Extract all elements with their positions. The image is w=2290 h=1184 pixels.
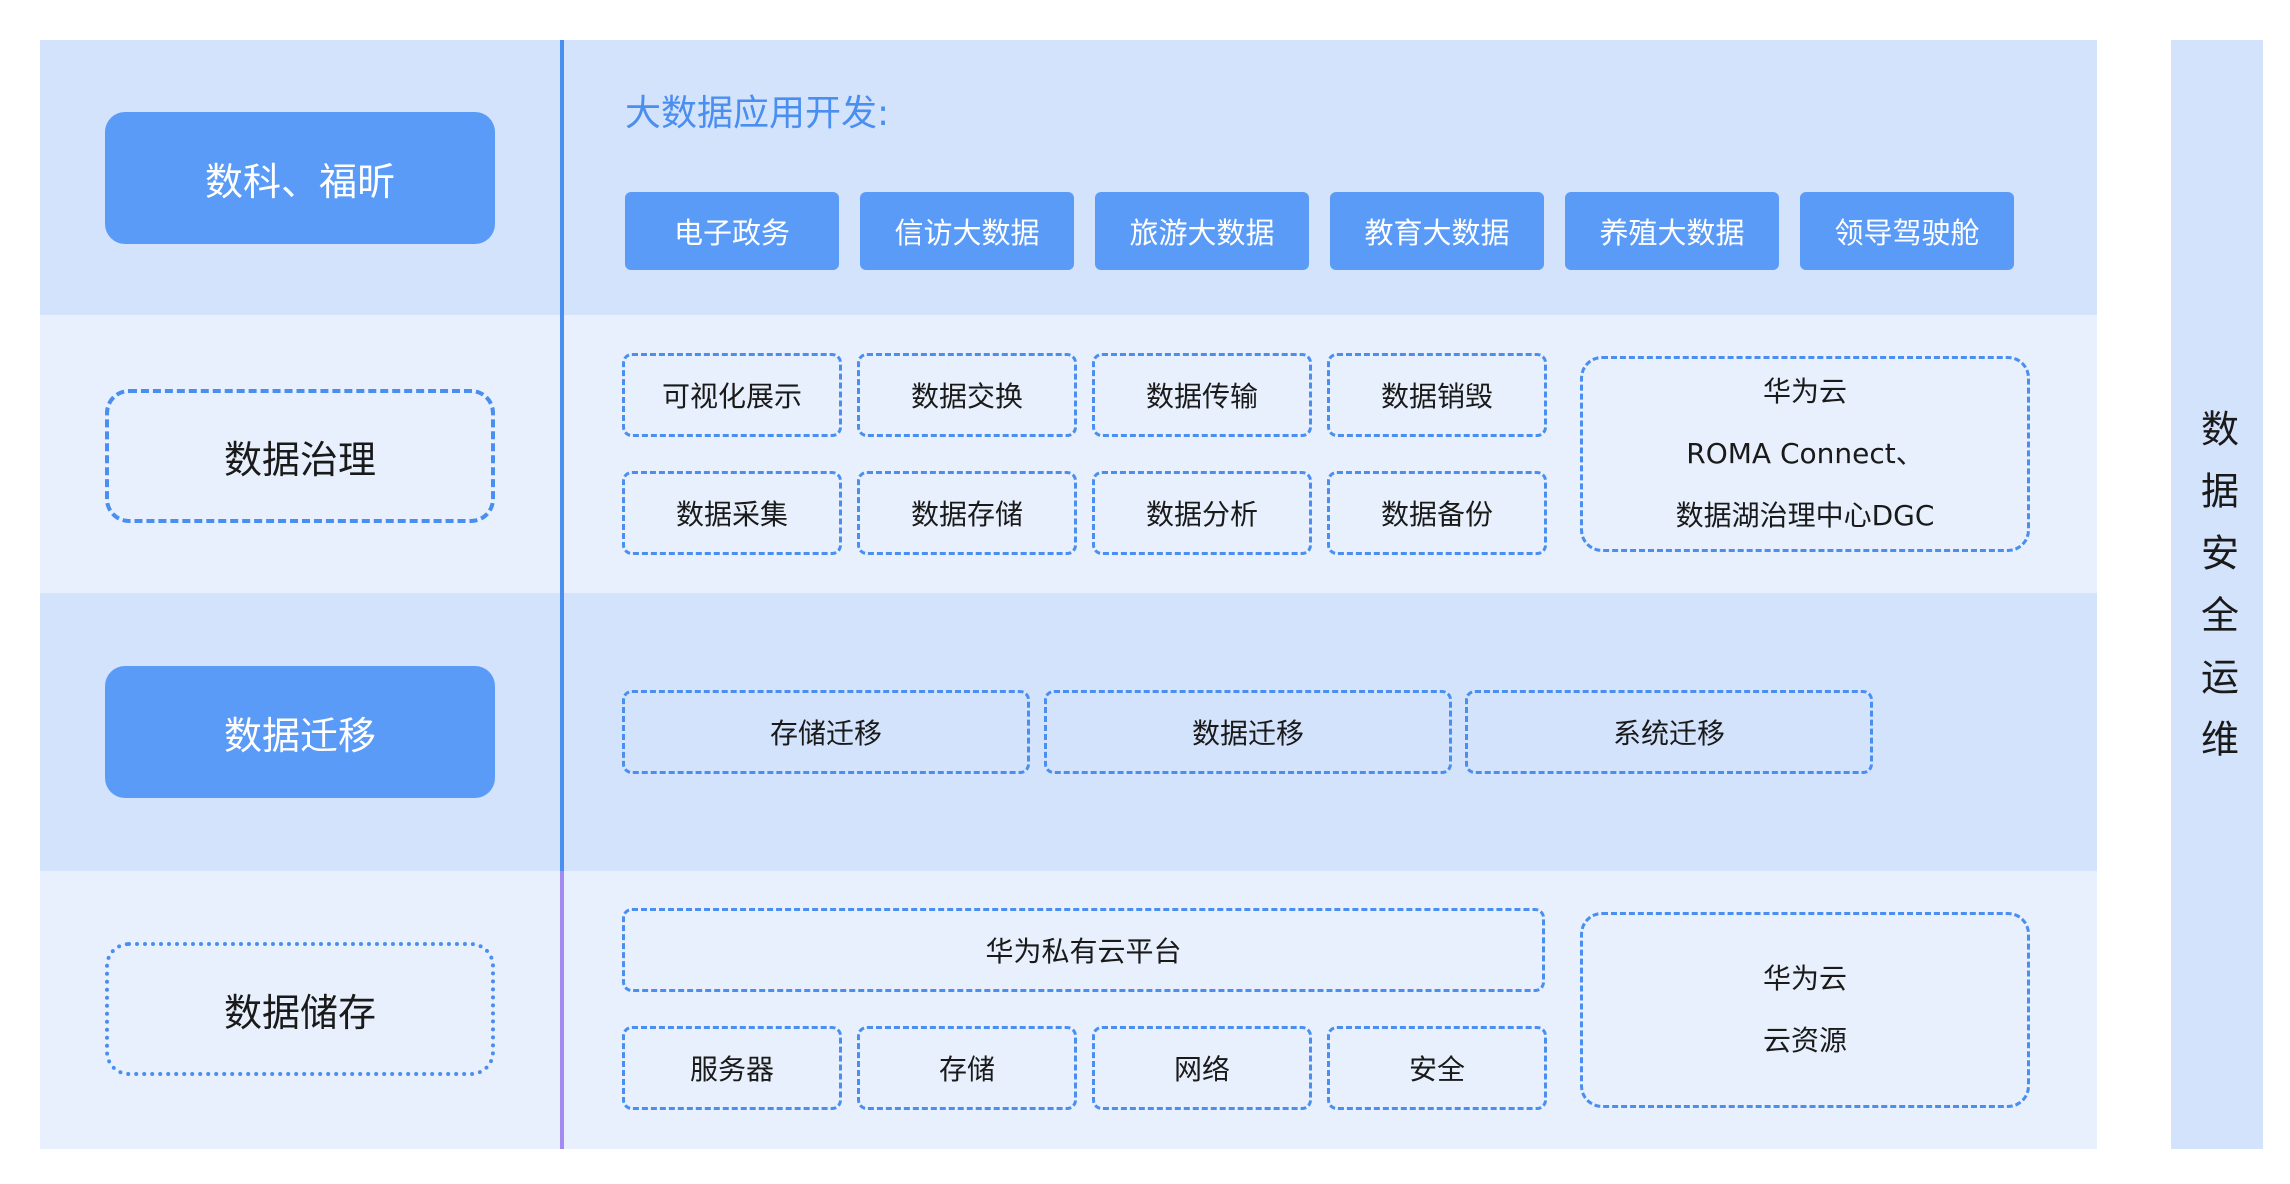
governance-item: 数据备份 — [1327, 471, 1547, 555]
app-chip: 领导驾驶舱 — [1800, 192, 2014, 270]
governance-item: 可视化展示 — [622, 353, 842, 437]
app-dev-title: 大数据应用开发: — [625, 93, 890, 134]
governance-item: 数据销毁 — [1327, 353, 1547, 437]
storage-item: 网络 — [1092, 1026, 1312, 1110]
migration-layer-label: 数据迁移 — [105, 666, 495, 798]
governance-layer-label: 数据治理 — [105, 389, 495, 523]
migration-item: 存储迁移 — [622, 690, 1030, 774]
governance-item: 数据分析 — [1092, 471, 1312, 555]
governance-item: 数据存储 — [857, 471, 1077, 555]
platform-line: ROMA Connect、 — [1686, 437, 1924, 470]
storage-item: 存储 — [857, 1026, 1077, 1110]
app-chip: 旅游大数据 — [1095, 192, 1309, 270]
security-ops-column: 数据安全运维 — [2171, 40, 2263, 1149]
storage-layer-label: 数据储存 — [105, 942, 495, 1076]
storage-item: 服务器 — [622, 1026, 842, 1110]
security-ops-label: 数据安全运维 — [2194, 408, 2239, 781]
governance-item: 数据交换 — [857, 353, 1077, 437]
layer-divider-line — [560, 40, 564, 871]
platform-line: 数据湖治理中心DGC — [1675, 499, 1935, 532]
huawei-cloud-resource-box: 华为云 云资源 — [1580, 912, 2030, 1108]
cloud-line: 云资源 — [1762, 1024, 1847, 1057]
storage-divider-line — [560, 871, 564, 1149]
platform-line: 华为云 — [1762, 375, 1847, 408]
app-chip: 教育大数据 — [1330, 192, 1544, 270]
governance-item: 数据传输 — [1092, 353, 1312, 437]
governance-item: 数据采集 — [622, 471, 842, 555]
app-chip: 电子政务 — [625, 192, 839, 270]
cloud-line: 华为云 — [1762, 962, 1847, 995]
migration-item: 数据迁移 — [1044, 690, 1452, 774]
private-cloud-platform: 华为私有云平台 — [622, 908, 1545, 992]
app-chip: 信访大数据 — [860, 192, 1074, 270]
app-chip: 养殖大数据 — [1565, 192, 1779, 270]
application-layer-label: 数科、福昕 — [105, 112, 495, 244]
storage-item: 安全 — [1327, 1026, 1547, 1110]
huawei-roma-dgc-box: 华为云 ROMA Connect、 数据湖治理中心DGC — [1580, 356, 2030, 552]
migration-item: 系统迁移 — [1465, 690, 1873, 774]
